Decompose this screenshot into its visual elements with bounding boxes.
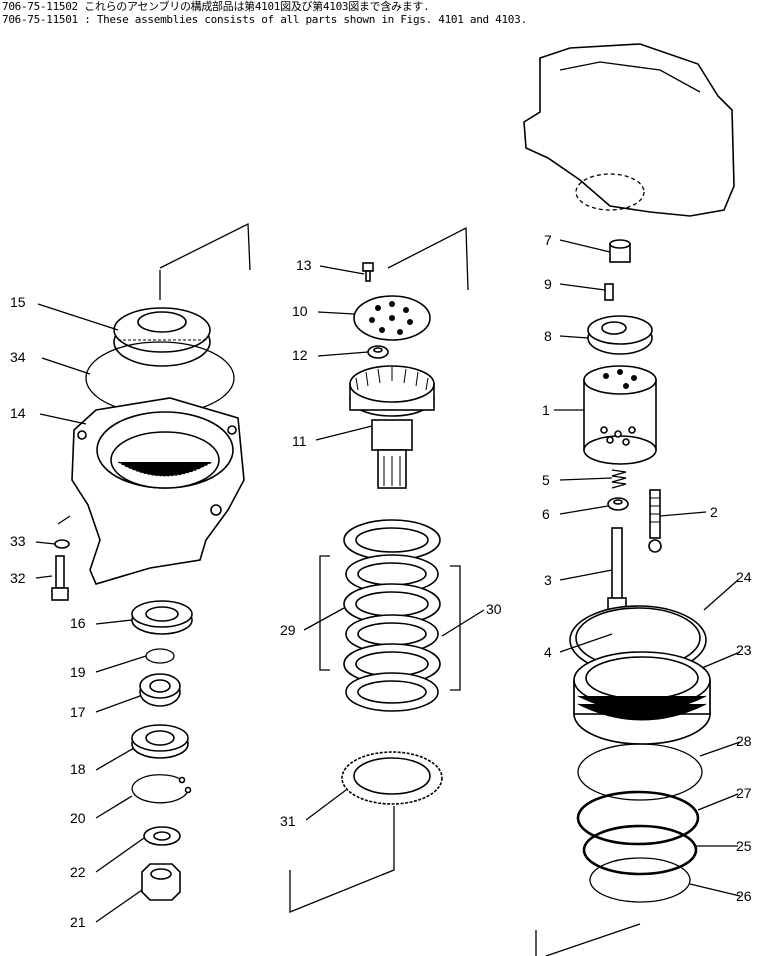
callout-33: 33 — [10, 533, 26, 549]
callout-17: 17 — [70, 704, 86, 720]
part-31-ring-gear — [341, 751, 443, 805]
part-6-seat — [607, 497, 629, 511]
part-32-bolt — [51, 555, 69, 601]
callout-34: 34 — [10, 349, 26, 365]
part-9-pin — [604, 283, 614, 301]
part-21-nut — [141, 863, 181, 901]
callout-30: 30 — [486, 601, 502, 617]
callout-22: 22 — [70, 864, 86, 880]
part-23-brake-piston — [573, 651, 711, 745]
part-14-housing — [71, 397, 245, 585]
callout-26: 26 — [736, 888, 752, 904]
callout-23: 23 — [736, 642, 752, 658]
part-8-valve-plate — [587, 315, 653, 355]
callout-6: 6 — [542, 506, 550, 522]
callout-19: 19 — [70, 664, 86, 680]
callout-31: 31 — [280, 813, 296, 829]
part-27-oring — [576, 790, 700, 846]
callout-11: 11 — [292, 433, 307, 449]
callout-5: 5 — [542, 472, 550, 488]
part-16-bearing — [131, 600, 193, 635]
callout-32: 32 — [10, 570, 26, 586]
part-33-washer — [54, 515, 71, 549]
callout-27: 27 — [736, 785, 752, 801]
callout-20: 20 — [70, 810, 86, 826]
callout-13: 13 — [296, 257, 312, 273]
part-2-piston — [648, 489, 662, 553]
callout-21: 21 — [70, 914, 86, 930]
part-22-lock-washer — [143, 826, 181, 846]
header-line-japanese: 706-75-11502 これらのアセンブリの構成部品は第4101図及び第410… — [2, 0, 430, 13]
callout-14: 14 — [10, 405, 26, 421]
callout-1: 1 — [542, 402, 550, 418]
part-29-30-plates — [343, 519, 441, 712]
part-7-bushing — [609, 239, 631, 263]
callout-2: 2 — [710, 504, 718, 520]
callout-16: 16 — [70, 615, 86, 631]
callout-10: 10 — [292, 303, 308, 319]
part-20-snap-ring — [131, 774, 192, 804]
callout-labels: 15 34 14 33 32 16 19 17 18 20 22 21 13 1… — [10, 232, 752, 930]
part-26-backup-ring — [589, 857, 691, 903]
callout-8: 8 — [544, 328, 552, 344]
callout-24: 24 — [736, 569, 752, 585]
callout-4: 4 — [544, 644, 552, 660]
part-19-ring — [145, 648, 175, 664]
part-18-bearing — [131, 724, 189, 759]
part-25-oring — [582, 824, 698, 876]
callout-7: 7 — [544, 232, 552, 248]
callout-29: 29 — [280, 622, 296, 638]
part-12-bushing — [367, 345, 389, 359]
part-15-bearing — [113, 307, 211, 367]
callout-12: 12 — [292, 347, 308, 363]
part-17-collar — [139, 673, 181, 707]
motor-case — [523, 43, 735, 217]
part-5-spring — [611, 469, 627, 489]
callout-28: 28 — [736, 733, 752, 749]
part-10-valve-plate — [353, 295, 431, 341]
header-notes: 706-75-11502 これらのアセンブリの構成部品は第4101図及び第410… — [2, 0, 527, 26]
part-13-bolt — [362, 262, 374, 282]
callout-25: 25 — [736, 838, 752, 854]
part-11-pinion-shaft — [349, 365, 435, 489]
part-1-cylinder-block — [583, 365, 657, 465]
leader-lines — [35, 222, 741, 956]
part-28-backup-ring — [577, 743, 703, 801]
callout-15: 15 — [10, 294, 26, 310]
callout-9: 9 — [544, 276, 552, 292]
callout-3: 3 — [544, 572, 552, 588]
header-line-english: 706-75-11501 : These assemblies consists… — [2, 13, 527, 26]
callout-18: 18 — [70, 761, 86, 777]
